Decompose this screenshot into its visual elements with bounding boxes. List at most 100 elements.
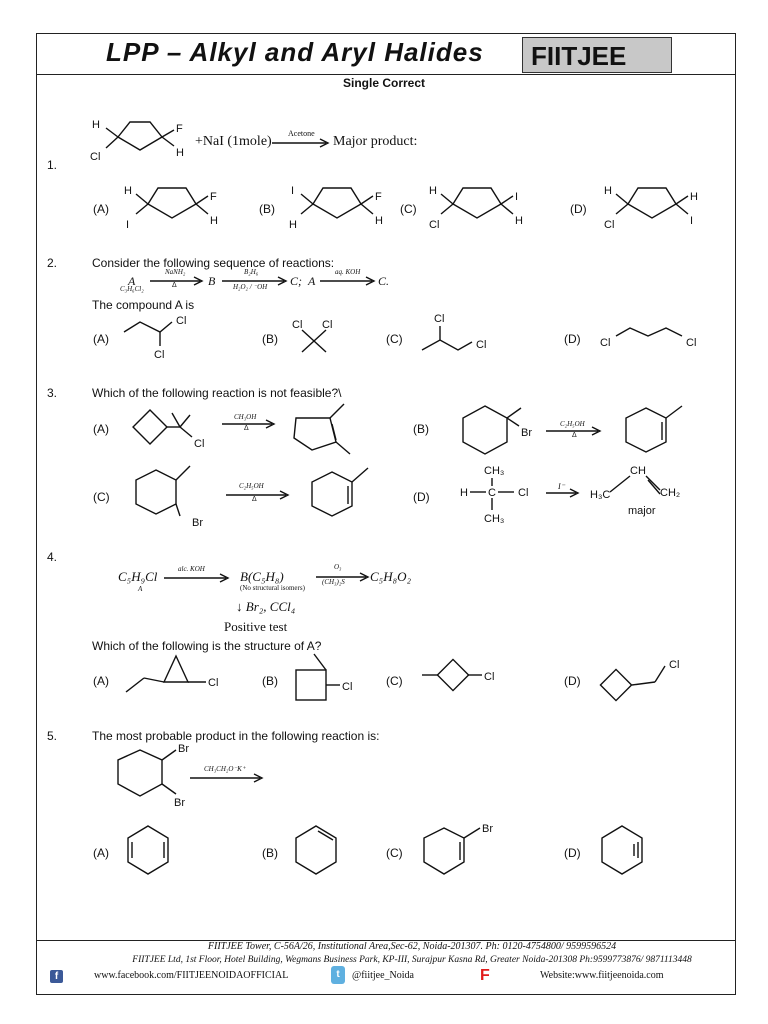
arrow (226, 490, 290, 500)
svg-text:Cl: Cl (194, 438, 204, 450)
footer-address-2: FIITJEE Ltd, 1st Floor, Hotel Building, … (132, 955, 692, 965)
arrow (320, 276, 376, 286)
q1-structure-a: HI FH (124, 185, 218, 231)
q3-product-c (311, 467, 369, 517)
q4-option-b[interactable]: (B) (262, 674, 278, 688)
atom: F (176, 123, 183, 135)
q1-condition: Acetone (288, 129, 315, 138)
website-link[interactable]: Website:www.fiitjeenoida.com (540, 970, 664, 981)
q5-option-c[interactable]: (C) (386, 846, 403, 860)
svg-text:H: H (690, 191, 698, 203)
q5-structure-b (295, 825, 337, 875)
svg-text:Cl: Cl (518, 487, 528, 499)
arrow (316, 572, 370, 582)
twitter-handle[interactable]: @fiitjee_Noida (352, 970, 414, 981)
q3-option-a[interactable]: (A) (93, 422, 109, 436)
svg-text:Br: Br (178, 743, 189, 755)
arrow (222, 276, 288, 286)
q3-stem: Which of the following reaction is not f… (92, 386, 342, 400)
svg-text:CH₂: CH₂ (660, 487, 680, 499)
q5-structure-d (601, 825, 643, 875)
svg-text:Cl: Cl (292, 319, 302, 331)
svg-text:Cl: Cl (176, 315, 186, 327)
q3-product-a (293, 403, 351, 455)
svg-text:CH₃: CH₃ (484, 513, 504, 525)
facebook-icon[interactable]: f (50, 970, 63, 983)
q5-structure-c: Br (423, 823, 493, 875)
twitter-icon[interactable]: t (331, 966, 345, 984)
q2-option-b[interactable]: (B) (262, 332, 278, 346)
q1-option-c[interactable]: (C) (400, 202, 417, 216)
q5-option-a[interactable]: (A) (93, 846, 109, 860)
svg-text:Cl: Cl (322, 319, 332, 331)
q5-structure-a (127, 825, 169, 875)
facebook-link[interactable]: www.facebook.com/FIITJEENOIDAOFFICIAL (94, 970, 289, 981)
page-frame (36, 33, 736, 995)
q3-reactant-a: Cl (132, 409, 204, 450)
q1-structure-c: HCl IH (429, 185, 523, 231)
svg-text:H: H (429, 185, 437, 197)
q2-stem: Consider the following sequence of react… (92, 256, 335, 270)
footer-rule (36, 940, 736, 941)
q2-option-c[interactable]: (C) (386, 332, 403, 346)
atom: H (92, 119, 100, 131)
svg-text:Cl: Cl (686, 337, 696, 349)
q4-structure-b: Cl (295, 653, 352, 701)
q2-number: 2. (47, 256, 58, 270)
svg-text:Cl: Cl (600, 337, 610, 349)
q3-reactant-b: Br (462, 405, 532, 455)
arrow (546, 488, 580, 498)
q3-reactant-d: CH₃ H C Cl CH₃ (460, 465, 528, 525)
q4-structure-c: Cl (422, 658, 494, 692)
atom: H (176, 147, 184, 159)
q4-option-a[interactable]: (A) (93, 674, 109, 688)
svg-text:I: I (126, 219, 129, 231)
q3-reactant-c: Br (135, 465, 203, 529)
q1-structure-b: IH FH (289, 185, 383, 231)
q1-reactant: H Cl F H (90, 119, 184, 163)
q2-structure-d: Cl Cl (600, 327, 696, 349)
svg-text:H: H (375, 215, 383, 227)
svg-text:H: H (460, 487, 468, 499)
q5-stem: The most probable product in the followi… (92, 729, 380, 743)
q3-product-d: CH H₃C CH₂ major (590, 465, 680, 517)
page-title: LPP – Alkyl and Aryl Halides (106, 37, 484, 67)
svg-text:F: F (375, 191, 382, 203)
arrow (272, 138, 330, 148)
svg-text:F: F (210, 191, 217, 203)
svg-text:H: H (515, 215, 523, 227)
q1-tail: Major product: (333, 134, 418, 149)
svg-text:H: H (210, 215, 218, 227)
svg-text:Cl: Cl (342, 681, 352, 693)
arrow (222, 419, 276, 429)
q3-option-d[interactable]: (D) (413, 490, 430, 504)
footer-address-1: FIITJEE Tower, C-56A/26, Institutional A… (207, 941, 617, 952)
arrow (150, 276, 204, 286)
q1-option-a[interactable]: (A) (93, 202, 109, 216)
arrow (164, 573, 230, 583)
svg-text:Br: Br (174, 797, 185, 809)
svg-text:H: H (124, 185, 132, 197)
q5-option-b[interactable]: (B) (262, 846, 278, 860)
q1-structure-d: HCl HI (604, 185, 698, 231)
header: LPP – Alkyl and Aryl Halides FIITJEE (36, 33, 736, 75)
svg-text:CH: CH (630, 465, 646, 477)
q2-question: The compound A is (92, 298, 195, 312)
q1-option-b[interactable]: (B) (259, 202, 275, 216)
q5-option-d[interactable]: (D) (564, 846, 581, 860)
q2-option-a[interactable]: (A) (93, 332, 109, 346)
q4-option-c[interactable]: (C) (386, 674, 403, 688)
arrow (190, 773, 264, 783)
q3-option-c[interactable]: (C) (93, 490, 110, 504)
svg-text:Cl: Cl (604, 219, 614, 231)
q2-option-d[interactable]: (D) (564, 332, 581, 346)
q3-option-b[interactable]: (B) (413, 422, 429, 436)
svg-text:Cl: Cl (429, 219, 439, 231)
svg-text:H: H (289, 219, 297, 231)
q4-option-d[interactable]: (D) (564, 674, 581, 688)
q1-option-d[interactable]: (D) (570, 202, 587, 216)
svg-text:Br: Br (482, 823, 493, 835)
